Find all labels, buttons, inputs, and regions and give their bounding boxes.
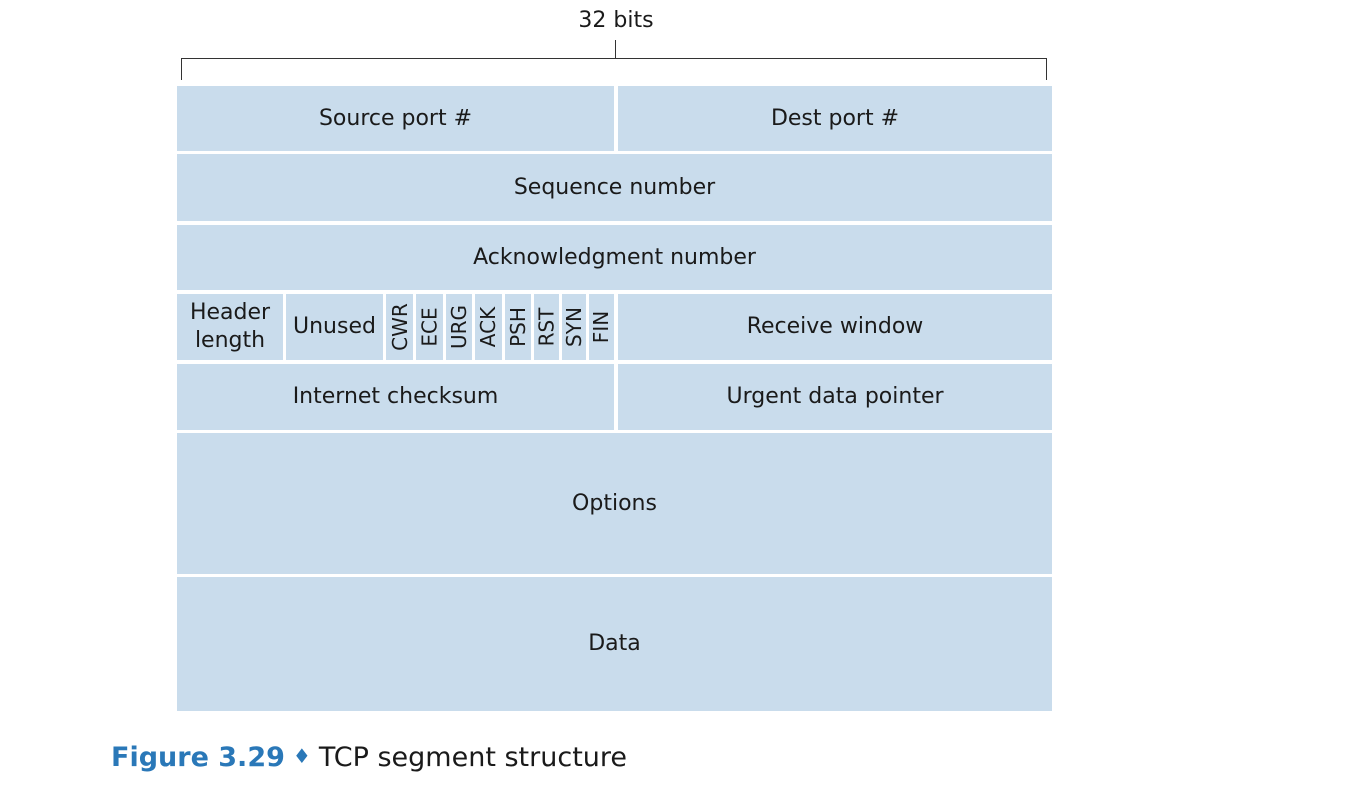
data-field: Data <box>177 577 1052 711</box>
unused-field: Unused <box>286 294 383 360</box>
urgent-data-pointer-field: Urgent data pointer <box>618 364 1052 430</box>
flag-label: PSH <box>506 307 531 347</box>
flag-label: URG <box>447 304 472 350</box>
figure-title: TCP segment structure <box>318 742 628 773</box>
flag-label: FIN <box>589 310 614 344</box>
internet-checksum-field: Internet checksum <box>177 364 614 430</box>
flag-fin: FIN <box>589 294 614 360</box>
flag-psh: PSH <box>505 294 531 360</box>
width-label: 32 bits <box>578 8 654 33</box>
width-bracket-center-tick <box>615 40 616 58</box>
flag-cwr: CWR <box>386 294 413 360</box>
flag-label: ECE <box>417 307 442 347</box>
flag-label: SYN <box>562 307 586 347</box>
flag-label: CWR <box>387 303 412 351</box>
source-port-field: Source port # <box>177 86 614 151</box>
figure-number: Figure 3.29 <box>111 742 285 773</box>
width-bracket-right-tick <box>1046 58 1047 80</box>
flag-label: ACK <box>476 306 501 348</box>
width-bracket-left-tick <box>181 58 182 80</box>
width-bracket <box>181 58 1047 59</box>
flag-ack: ACK <box>475 294 502 360</box>
acknowledgment-number-field: Acknowledgment number <box>177 225 1052 290</box>
figure-caption: Figure 3.29 ♦ TCP segment structure <box>111 742 627 773</box>
flag-syn: SYN <box>562 294 586 360</box>
caption-separator-icon: ♦ <box>292 744 311 768</box>
flag-rst: RST <box>534 294 559 360</box>
receive-window-field: Receive window <box>618 294 1052 360</box>
options-field: Options <box>177 433 1052 574</box>
dest-port-field: Dest port # <box>618 86 1052 151</box>
header-length-field: Header length <box>177 294 283 360</box>
flag-urg: URG <box>446 294 472 360</box>
flag-label: RST <box>534 307 559 347</box>
flag-ece: ECE <box>416 294 443 360</box>
sequence-number-field: Sequence number <box>177 154 1052 221</box>
